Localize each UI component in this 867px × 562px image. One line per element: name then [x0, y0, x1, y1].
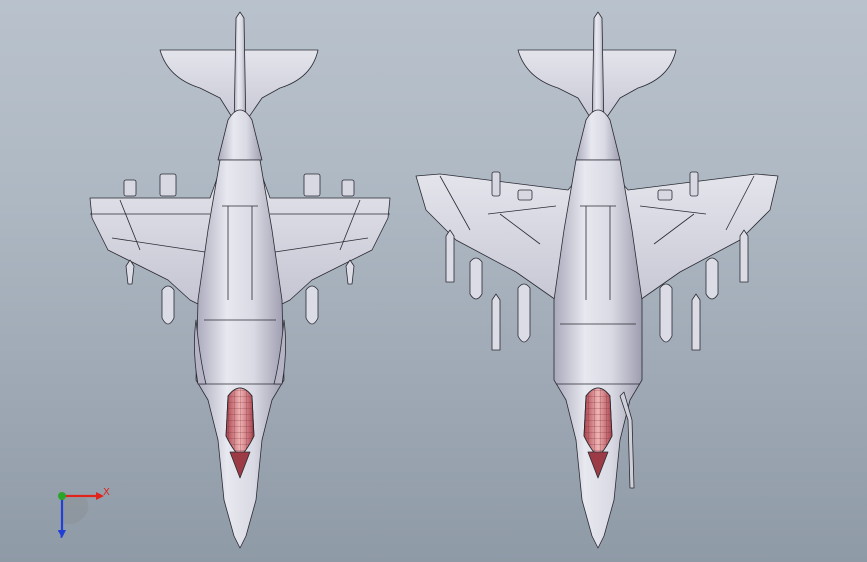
right-vertical-fin	[591, 11, 605, 131]
orientation-triad	[58, 492, 104, 538]
aircraft-right[interactable]	[415, 11, 779, 549]
right-fuselage	[553, 159, 643, 549]
triad-x-label: X	[103, 487, 110, 498]
triad-y-label: Y	[58, 530, 65, 541]
aircraft-left[interactable]	[89, 11, 391, 549]
left-vertical-fin	[233, 11, 247, 131]
